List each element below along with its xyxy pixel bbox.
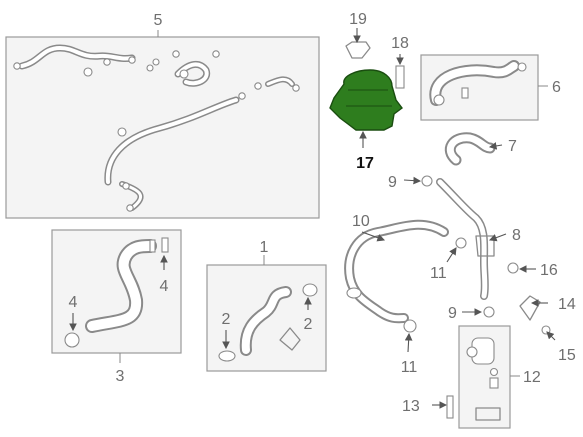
- hose-8[interactable]: [436, 178, 495, 300]
- callout-19: 19: [349, 11, 367, 28]
- callout-9-upper: 9: [388, 174, 397, 191]
- callout-6: 6: [552, 79, 561, 96]
- callout-18: 18: [391, 35, 409, 52]
- clamp-9-lower[interactable]: [483, 306, 495, 318]
- hose-assembly-5[interactable]: [13, 44, 300, 212]
- bolt-15[interactable]: [541, 325, 551, 335]
- callout-2-left: 2: [222, 311, 231, 328]
- hose-1[interactable]: [218, 283, 318, 362]
- callout-4-left: 4: [69, 294, 78, 311]
- group-box-3: [51, 229, 182, 363]
- callout-2-right: 2: [304, 316, 313, 333]
- callout-4-right: 4: [160, 278, 169, 295]
- callout-16: 16: [540, 262, 558, 279]
- clamp-9-upper[interactable]: [421, 175, 433, 187]
- hose-10[interactable]: [344, 219, 449, 324]
- callout-9-lower: 9: [448, 305, 457, 322]
- callout-5: 5: [154, 12, 163, 29]
- callout-15: 15: [558, 347, 576, 364]
- hose-7[interactable]: [444, 132, 496, 166]
- callout-labels: 5 19 18 6 17 7 9 10 8 1 11 16 14 9 15 11…: [69, 11, 576, 415]
- bracket-14[interactable]: [519, 295, 541, 321]
- group-box-12: [458, 325, 520, 429]
- loose-parts: [345, 41, 551, 419]
- group-box-1: [206, 255, 327, 372]
- callout-13: 13: [402, 398, 420, 415]
- callout-1: 1: [260, 239, 269, 256]
- callout-arrows: [69, 28, 556, 409]
- bolt-13[interactable]: [446, 395, 454, 419]
- group-box-5: [5, 30, 320, 219]
- clamp-11-upper[interactable]: [455, 237, 467, 249]
- callout-11-upper: 11: [430, 265, 447, 282]
- callout-11-lower: 11: [401, 359, 418, 376]
- auxiliary-pump[interactable]: [466, 337, 501, 421]
- callout-12: 12: [523, 369, 541, 386]
- callout-8: 8: [512, 227, 521, 244]
- group-box-6: [420, 54, 548, 121]
- hose-3[interactable]: [64, 237, 169, 348]
- callout-17: 17: [356, 155, 374, 172]
- hose-6[interactable]: [429, 60, 527, 106]
- cap-19[interactable]: [345, 41, 371, 59]
- coolant-reservoir-17[interactable]: [329, 69, 403, 131]
- hose-clamps: [13, 50, 300, 212]
- sensor-18[interactable]: [395, 65, 405, 89]
- callout-3: 3: [116, 368, 125, 385]
- callout-7: 7: [508, 138, 517, 155]
- callout-14: 14: [558, 296, 576, 313]
- callout-10: 10: [352, 213, 370, 230]
- clamp-11-lower[interactable]: [403, 319, 417, 333]
- bolt-16[interactable]: [507, 262, 519, 274]
